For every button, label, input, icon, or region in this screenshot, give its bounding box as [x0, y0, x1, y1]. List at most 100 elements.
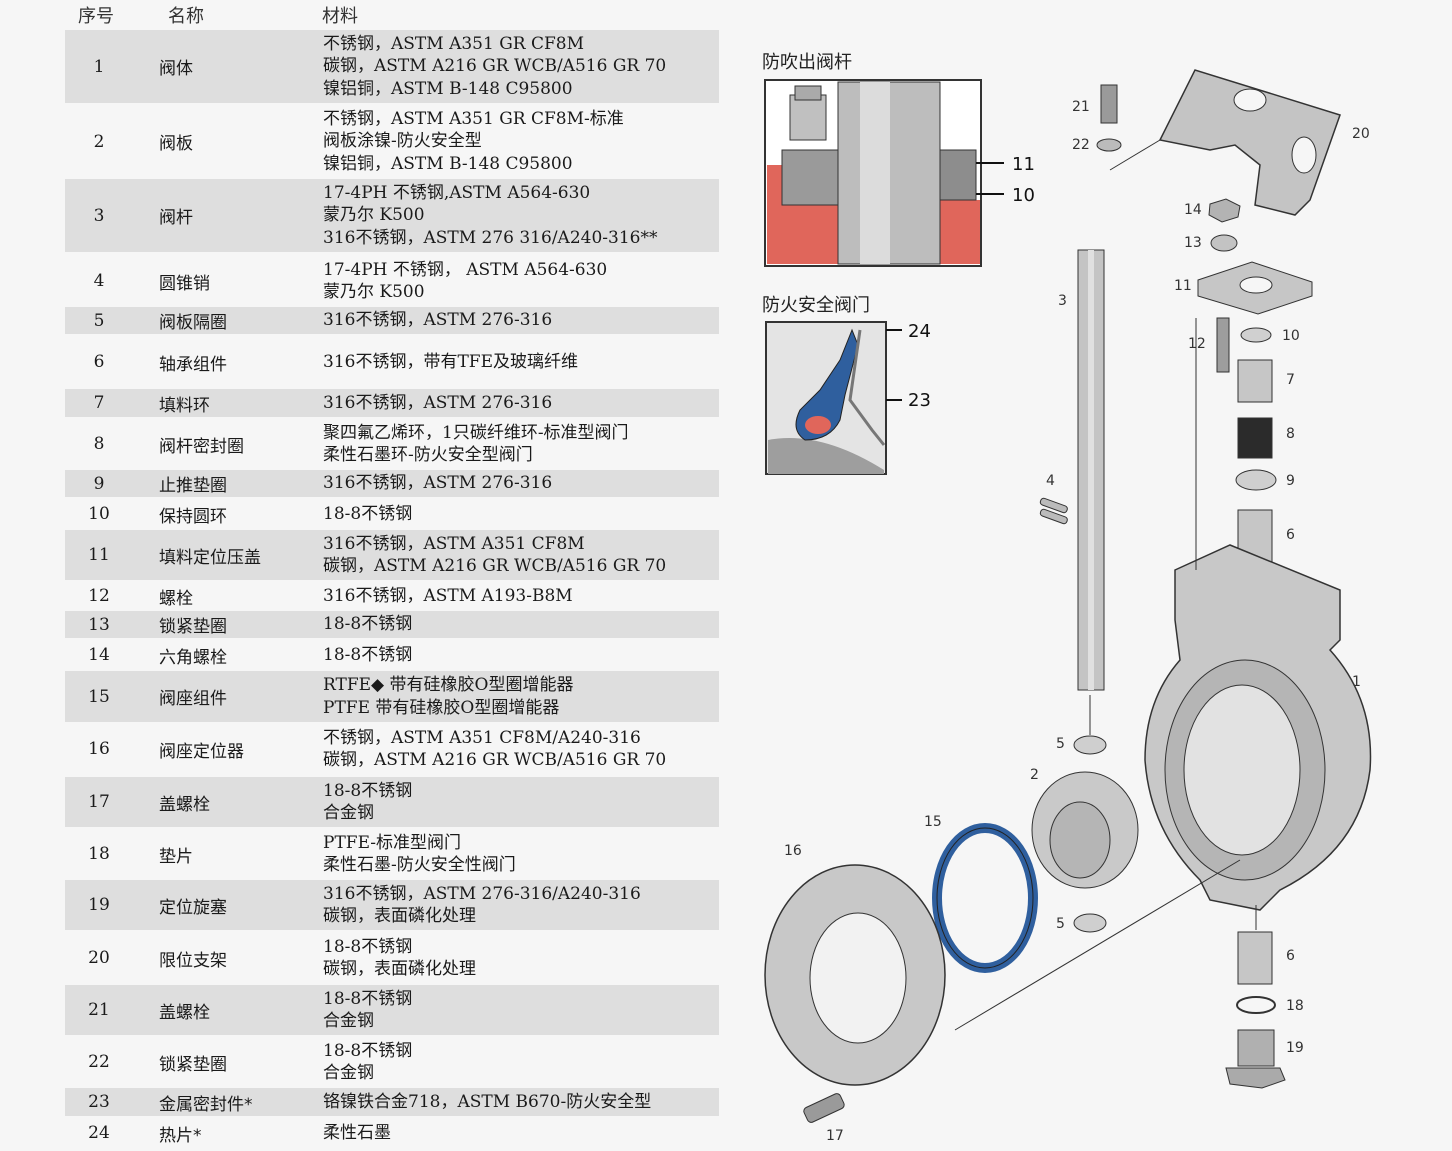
- row-number: 18: [88, 844, 110, 864]
- material-line: 17-4PH 不锈钢,ASTM A564-630: [323, 182, 591, 203]
- row-number: 15: [88, 686, 110, 707]
- part-name: 盖螺栓: [159, 794, 210, 815]
- row-number: 1: [93, 56, 105, 77]
- material-cell: 铬镍铁合金718，ASTM B670-防火安全型: [323, 1091, 651, 1114]
- material-line: 316不锈钢，ASTM 276-316: [323, 310, 553, 331]
- material-line: PTFE-标准型阀门: [323, 832, 462, 853]
- row-number: 6: [93, 352, 105, 372]
- material-line: 不锈钢，ASTM A351 CF8M/A240-316: [323, 727, 641, 748]
- material-cell: 18-8不锈钢: [323, 613, 412, 636]
- header-no: 序号: [78, 6, 114, 27]
- material-line: 合金钢: [323, 1011, 374, 1031]
- material-cell: 18-8不锈钢: [323, 503, 412, 526]
- material-line: 镍铝铜，ASTM B-148 C95800: [323, 78, 573, 99]
- part-name: 填料定位压盖: [159, 547, 261, 568]
- part-name: 螺栓: [159, 588, 193, 609]
- material-line: 不锈钢，ASTM A351 GR CF8M-标准: [323, 108, 624, 129]
- row-number: 3: [93, 205, 105, 226]
- row-number: 17: [88, 792, 110, 812]
- material-line: 316不锈钢，带有TFE及玻璃纤维: [323, 351, 578, 372]
- material-line: 铬镍铁合金718，ASTM B670-防火安全型: [323, 1091, 652, 1112]
- part-name: 圆锥销: [159, 273, 210, 294]
- callout-17: 17: [826, 1128, 844, 1144]
- material-line: 碳钢，ASTM A216 GR WCB/A516 GR 70: [323, 56, 667, 77]
- material-cell: 18-8不锈钢: [323, 644, 412, 667]
- fire-safe-inset: [765, 321, 902, 475]
- callout-3: 3: [1058, 293, 1067, 309]
- part-name: 阀杆密封圈: [159, 436, 244, 457]
- part-name: 垫片: [159, 846, 193, 867]
- material-line: 蒙乃尔 K500: [323, 205, 425, 226]
- material-line: 合金钢: [323, 1063, 374, 1083]
- callout-20: 20: [1352, 126, 1370, 142]
- material-cell: 316不锈钢，带有TFE及玻璃纤维: [323, 351, 578, 374]
- row-number: 2: [93, 131, 105, 152]
- callout-inset-24: 24: [908, 321, 931, 342]
- callout-13: 13: [1184, 235, 1202, 251]
- row-number: 13: [88, 614, 110, 635]
- callout-21: 21: [1072, 99, 1090, 115]
- callout-12: 12: [1188, 336, 1206, 352]
- callout-7: 7: [1286, 372, 1295, 388]
- row-number: 12: [88, 586, 110, 606]
- row-number: 16: [88, 739, 110, 759]
- part-name: 填料环: [159, 395, 210, 416]
- blowout-proof-stem-inset: [764, 79, 1004, 267]
- material-line: RTFE◆ 带有硅橡胶O型圈增能器: [323, 675, 574, 695]
- part-name: 保持圆环: [159, 506, 227, 527]
- exploded-diagram: [764, 69, 1372, 1123]
- material-cell: 柔性石墨: [323, 1122, 391, 1145]
- part-name: 定位旋塞: [159, 897, 227, 918]
- material-line: 18-8不锈钢: [323, 936, 413, 957]
- material-cell: 316不锈钢，ASTM A193-B8M: [323, 585, 573, 608]
- callout-5-top: 5: [1056, 736, 1065, 752]
- callout-16: 16: [784, 843, 802, 859]
- part-name: 阀体: [159, 59, 193, 79]
- callout-5-bottom: 5: [1056, 916, 1065, 932]
- material-cell: 18-8不锈钢合金钢: [323, 988, 412, 1033]
- callout-18: 18: [1286, 998, 1304, 1014]
- material-line: 蒙乃尔 K500: [323, 282, 425, 302]
- part-name: 阀座定位器: [159, 741, 244, 762]
- row-number: 24: [88, 1123, 110, 1143]
- callout-8: 8: [1286, 426, 1295, 442]
- material-line: 17-4PH 不锈钢， ASTM A564-630: [323, 259, 608, 280]
- row-number: 4: [93, 271, 105, 291]
- part-name: 阀杆: [159, 208, 193, 228]
- row-number: 20: [88, 948, 110, 968]
- material-line: 合金钢: [323, 803, 374, 823]
- valve-body-part: [1144, 544, 1372, 911]
- header-material: 材料: [322, 6, 358, 27]
- row-number: 14: [88, 645, 110, 665]
- inset-title-blowout: 防吹出阀杆: [762, 52, 852, 73]
- material-cell: 316不锈钢，ASTM 276-316: [323, 309, 552, 332]
- inset-title-firesafe: 防火安全阀门: [762, 295, 870, 316]
- material-line: 316不锈钢，ASTM 276-316: [323, 392, 553, 413]
- callout-4: 4: [1046, 473, 1055, 489]
- row-number: 21: [88, 1000, 110, 1020]
- material-cell: 不锈钢，ASTM A351 GR CF8M-标准阀板涂镍-防火安全型镍铝铜，AS…: [323, 108, 624, 176]
- callout-inset-23: 23: [908, 390, 931, 411]
- callout-inset-10: 10: [1012, 185, 1035, 206]
- material-line: 18-8不锈钢: [323, 988, 413, 1009]
- callout-1: 1: [1352, 674, 1361, 690]
- callout-11: 11: [1174, 278, 1192, 294]
